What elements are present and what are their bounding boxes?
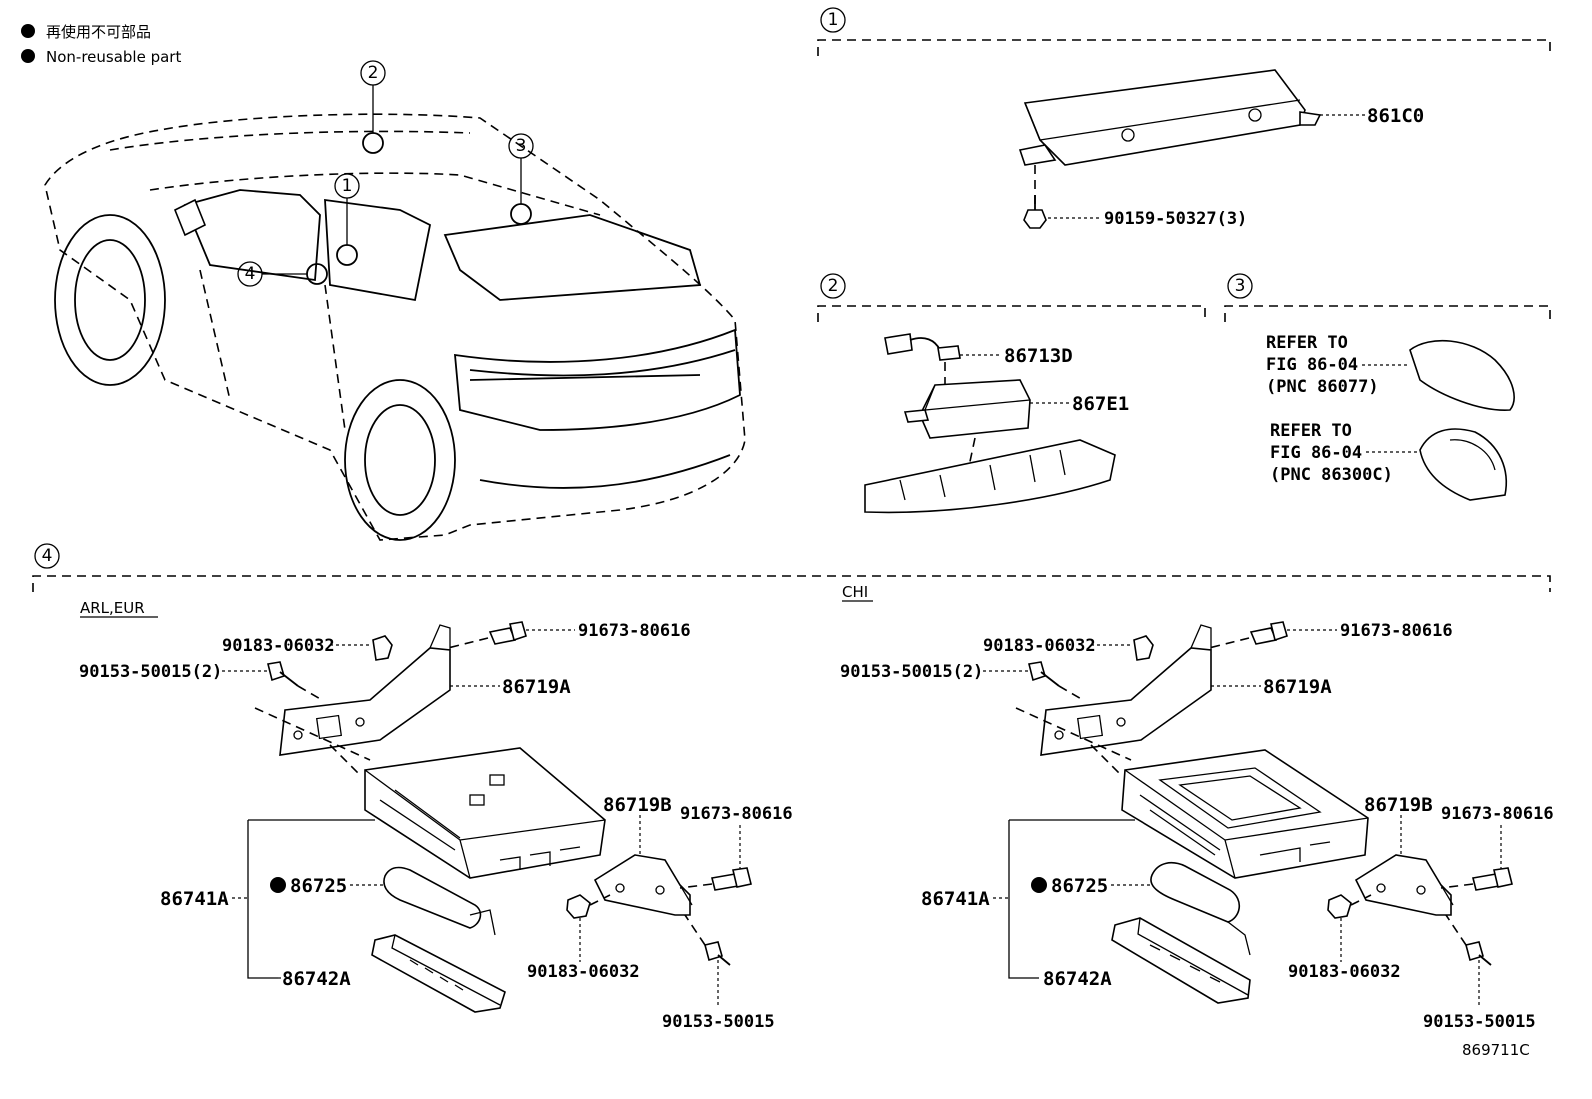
label-right-90183-06032-top: 90183-06032 xyxy=(983,636,1096,656)
bracket-86719b xyxy=(593,854,693,916)
legend-en: Non-reusable part xyxy=(46,48,181,66)
bolt-icon xyxy=(1023,195,1047,229)
label-left-90153-50015-2: 90153-50015(2) xyxy=(79,662,222,682)
label-right-90153-50015: 90153-50015 xyxy=(1423,1012,1536,1032)
callout-3 xyxy=(508,133,534,159)
figure-code: 869711C xyxy=(1462,1041,1530,1059)
label-right-86741a: 86741A xyxy=(921,888,990,910)
section-3-number: 3 xyxy=(1235,276,1246,296)
cover-86742a xyxy=(1111,917,1251,1004)
label-left-86719b: 86719B xyxy=(603,794,672,816)
label-90159-50327: 90159-50327(3) xyxy=(1104,209,1247,229)
section-2-number: 2 xyxy=(828,276,839,296)
nut-icon xyxy=(1327,894,1352,919)
label-right-90153-50015-2: 90153-50015(2) xyxy=(840,662,983,682)
non-reusable-dot-icon xyxy=(270,877,286,893)
label-left-86725: 86725 xyxy=(290,875,347,897)
section-1: 1 861C0 90159-50327(3) xyxy=(817,7,1551,229)
refer-2-line-1: REFER TO xyxy=(1270,421,1352,441)
screw-icon xyxy=(1028,661,1046,682)
label-left-86741a: 86741A xyxy=(160,888,229,910)
section-1-number: 1 xyxy=(828,10,839,30)
label-left-91673-80616-right: 91673-80616 xyxy=(680,804,793,824)
bracket-86719a xyxy=(279,624,451,756)
callout-1-label: 1 xyxy=(342,176,353,196)
label-861c0: 861C0 xyxy=(1367,105,1424,127)
unit-86741a xyxy=(364,747,606,879)
label-left-90183-06032-top: 90183-06032 xyxy=(222,636,335,656)
label-left-91673-80616-top: 91673-80616 xyxy=(578,621,691,641)
module-861c0 xyxy=(1018,69,1322,166)
non-reusable-dot-icon xyxy=(1031,877,1047,893)
harness-86713d xyxy=(884,333,961,361)
camera-867e1 xyxy=(903,379,1031,439)
nut-icon xyxy=(372,635,393,661)
callout-4 xyxy=(237,261,263,287)
callout-4-label: 4 xyxy=(245,264,256,284)
vehicle-illustration: 2 3 1 4 xyxy=(44,60,746,541)
nut-icon xyxy=(1133,635,1154,661)
screw-icon xyxy=(267,661,285,682)
callout-2-label: 2 xyxy=(368,63,379,83)
section-3: 3 REFER TO FIG 86-04 (PNC 86077) REFER T… xyxy=(1224,273,1551,501)
unit-86741a xyxy=(1121,749,1369,879)
refer-1-line-3: (PNC 86077) xyxy=(1266,377,1379,397)
label-left-90153-50015: 90153-50015 xyxy=(662,1012,775,1032)
nut-icon xyxy=(566,894,591,919)
refer-1-line-2: FIG 86-04 xyxy=(1266,355,1358,375)
label-left-86719a: 86719A xyxy=(502,676,571,698)
legend-jp: 再使用不可部品 xyxy=(46,23,151,41)
refer-2-line-3: (PNC 86300C) xyxy=(1270,465,1393,485)
callout-3-label: 3 xyxy=(516,136,527,156)
battery-86725 xyxy=(1150,861,1251,956)
section-4: 4 xyxy=(32,543,1551,592)
legend: 再使用不可部品 Non-reusable part xyxy=(21,23,181,66)
region-chi: CHI xyxy=(842,583,868,601)
cover-86742a xyxy=(371,934,506,1013)
label-right-90183-06032-bottom: 90183-06032 xyxy=(1288,962,1401,982)
section-4-right: CHI 90183-06032 91673-80616 90153-50015(… xyxy=(840,583,1554,1032)
bracket-86719a xyxy=(1040,624,1212,756)
antenna-cover-icon xyxy=(1409,339,1515,411)
section-4-left: ARL,EUR 90183-06032 91673-80616 90153-50… xyxy=(79,599,793,1032)
callout-2 xyxy=(360,60,386,86)
label-right-86719b: 86719B xyxy=(1364,794,1433,816)
refer-1-line-1: REFER TO xyxy=(1266,333,1348,353)
bracket-86719b xyxy=(1354,854,1454,916)
section-2: 2 86713D 867E1 xyxy=(817,273,1206,514)
label-right-91673-80616-top: 91673-80616 xyxy=(1340,621,1453,641)
label-86713d: 86713D xyxy=(1004,345,1073,367)
label-left-90183-06032-bottom: 90183-06032 xyxy=(527,962,640,982)
battery-86725 xyxy=(383,866,496,936)
refer-2-line-2: FIG 86-04 xyxy=(1270,443,1362,463)
label-right-86742a: 86742A xyxy=(1043,968,1112,990)
section-4-number: 4 xyxy=(42,546,53,566)
callout-1 xyxy=(334,173,360,199)
non-reusable-dot-icon xyxy=(21,49,35,63)
label-right-86719a: 86719A xyxy=(1263,676,1332,698)
non-reusable-dot-icon xyxy=(21,24,35,38)
antenna-icon xyxy=(1419,428,1507,501)
label-right-86725: 86725 xyxy=(1051,875,1108,897)
label-right-91673-80616-right: 91673-80616 xyxy=(1441,804,1554,824)
label-867e1: 867E1 xyxy=(1072,393,1129,415)
label-left-86742a: 86742A xyxy=(282,968,351,990)
region-arl-eur: ARL,EUR xyxy=(80,599,145,617)
